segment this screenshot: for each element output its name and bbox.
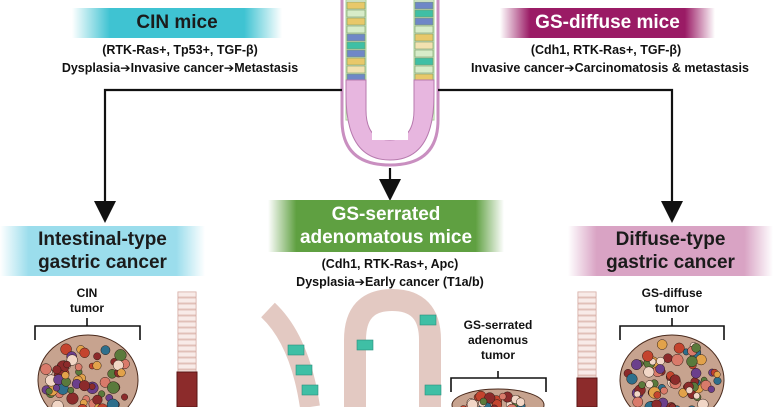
intestinal-title-line1: Intestinal-type: [38, 229, 167, 250]
serrated-glands: [260, 288, 442, 407]
gs-diffuse-genes: (Cdh1, RTK-Ras+, TGF-β): [530, 43, 682, 57]
left-gland-strip: [176, 291, 198, 407]
gs-serrated-mice-banner: GS-serrated adenomatous mice: [268, 200, 504, 252]
gs-diffuse-tumor-label: GS-diffuse tumor: [622, 286, 722, 316]
gs-serrated-tumor-label: GS-serrated adenomus tumor: [450, 318, 546, 363]
central-gland: [340, 0, 440, 167]
gs-diffuse-tumor-label-line2: tumor: [655, 301, 689, 315]
cin-tumor-label-line1: CIN: [76, 286, 98, 300]
diffuse-title-line1: Diffuse-type: [615, 229, 726, 250]
diffuse-type-banner: Diffuse-type gastric cancer: [568, 226, 773, 276]
tumor-brackets: [34, 318, 725, 392]
gs-serrated-tumor-label-line3: tumor: [481, 348, 515, 362]
cin-mice-title: CIN mice: [136, 12, 218, 33]
cin-genes: (RTK-Ras+, Tp53+, TGF-β): [102, 43, 258, 57]
gs-serrated-title-line1: GS-serrated: [331, 204, 441, 225]
gs-serrated-progression: Dysplasia➔Early cancer (T1a/b): [296, 275, 484, 289]
gs-diffuse-tumor-label-line1: GS-diffuse: [641, 286, 703, 300]
gs-serrated-tumor-label-line2: adenomus: [467, 333, 528, 347]
gs-serrated-tumor-mass: [451, 388, 545, 407]
gs-diffuse-mice-banner: GS-diffuse mice: [500, 8, 715, 38]
central-gland-cells: [346, 1, 434, 82]
cin-tumor-mass: [37, 334, 139, 407]
gs-serrated-genes: (Cdh1, RTK-Ras+, Apc): [321, 257, 459, 271]
cin-mice-banner: CIN mice: [72, 8, 282, 38]
gs-serrated-tumor-label-line1: GS-serrated: [463, 318, 533, 332]
cin-progression: Dysplasia➔Invasive cancer➔Metastasis: [61, 61, 299, 75]
cin-tumor-label-line2: tumor: [70, 301, 104, 315]
intestinal-type-banner: Intestinal-type gastric cancer: [0, 226, 205, 276]
diffuse-title-line2: gastric cancer: [606, 252, 735, 273]
right-gland-strip: [576, 291, 598, 407]
gs-diffuse-tumor-mass: [619, 334, 725, 407]
gs-diffuse-progression: Invasive cancer➔Carcinomatosis & metasta…: [471, 61, 749, 75]
cin-tumor-label: CIN tumor: [57, 286, 117, 316]
gs-diffuse-mice-title: GS-diffuse mice: [535, 12, 680, 33]
gs-serrated-title-line2: adenomatous mice: [299, 227, 473, 248]
connector-arrows: [94, 88, 683, 223]
intestinal-title-line2: gastric cancer: [38, 252, 167, 273]
